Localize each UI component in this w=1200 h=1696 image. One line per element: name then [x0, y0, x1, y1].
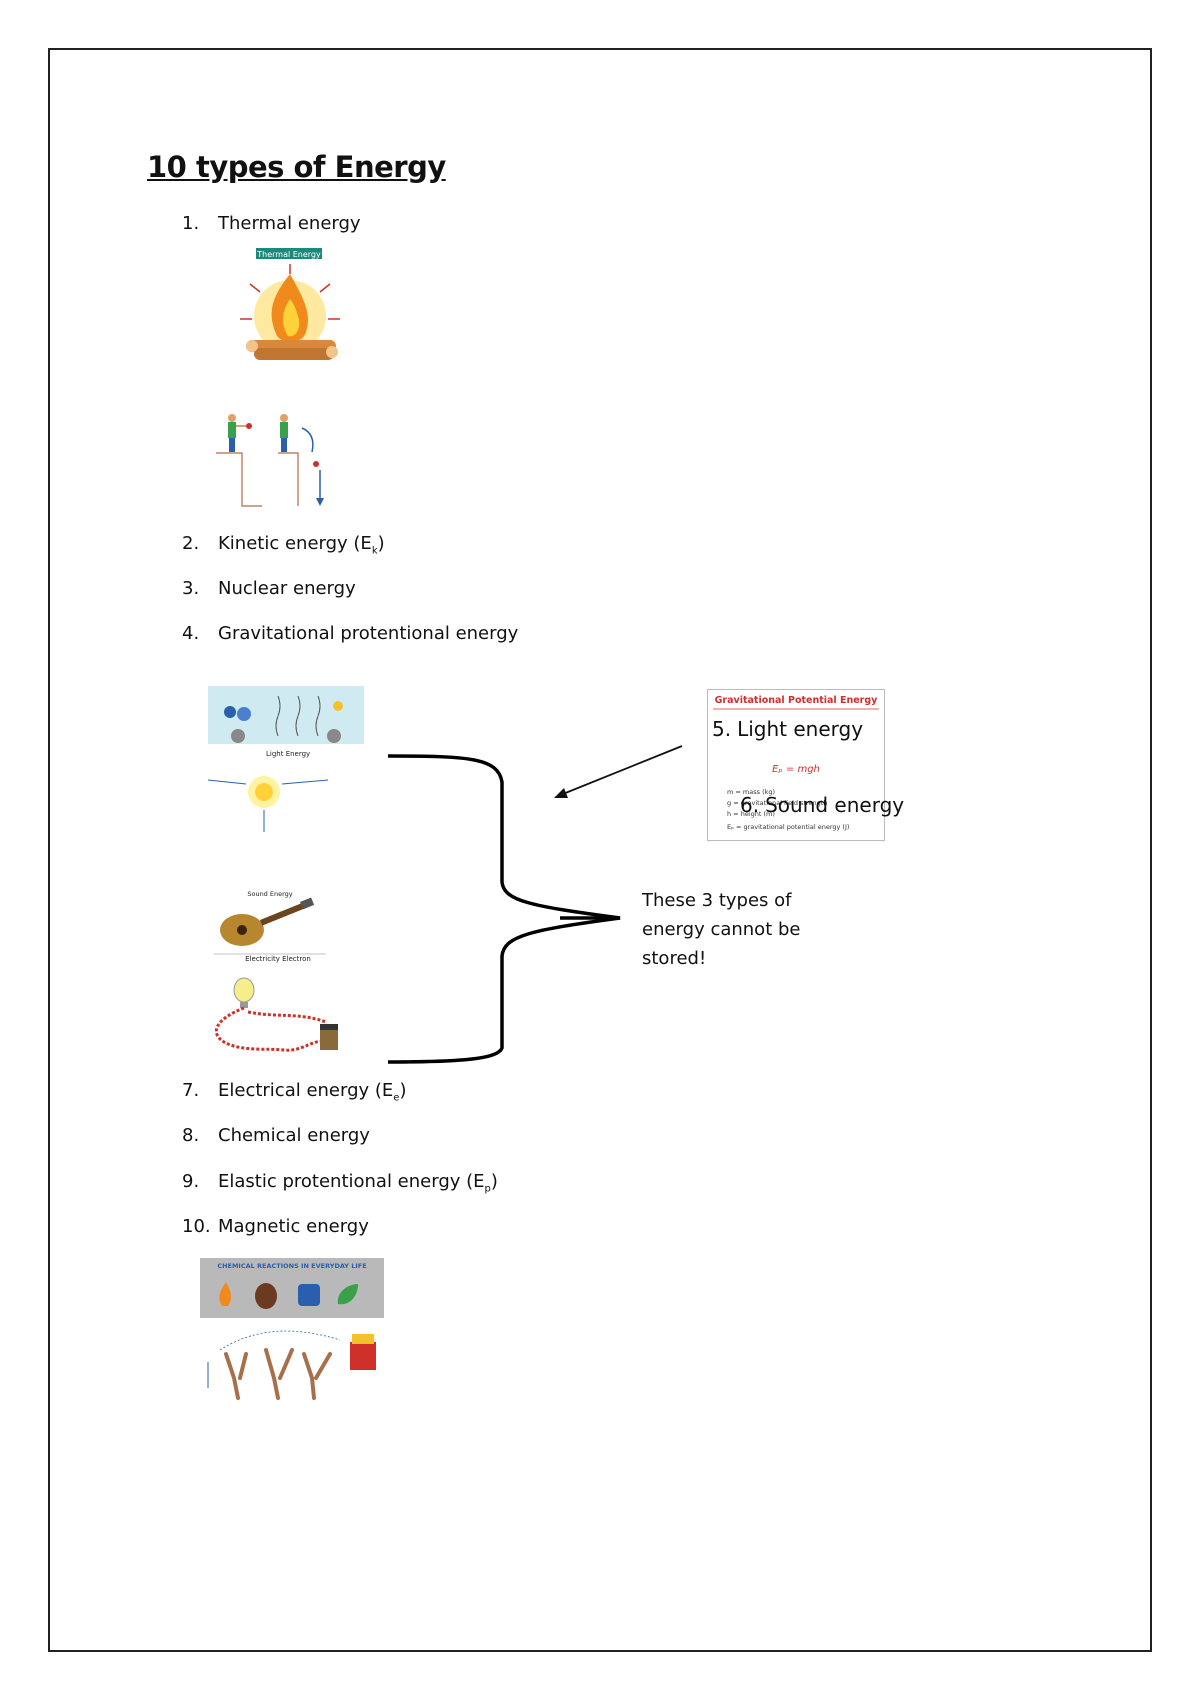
- person-icon: [228, 422, 236, 438]
- svg-text:Eₚ = gravitational potential e: Eₚ = gravitational potential energy (J): [727, 823, 849, 831]
- list-item-kinetic: 2.Kinetic energy (Ek): [182, 533, 385, 557]
- svg-text:h = height (m): h = height (m): [727, 810, 775, 818]
- lightbulb-icon: [233, 977, 255, 1003]
- list-item-elastic: 9.Elastic protentional energy (Ep): [182, 1171, 498, 1195]
- list-item-light: 5.Light energy: [712, 717, 864, 741]
- thermal-energy-image: Thermal Energy: [240, 248, 340, 360]
- light-energy-image: Light Energy: [208, 686, 364, 832]
- arrow-icon: [301, 427, 314, 453]
- sound-energy-image: Sound Energy: [214, 890, 326, 955]
- svg-text:g = gravitational field streng: g = gravitational field strength: [727, 799, 827, 807]
- svg-text:m = mass (kg): m = mass (kg): [727, 788, 775, 796]
- chemical-heading: CHEMICAL REACTIONS IN EVERYDAY LIFE: [217, 1262, 366, 1270]
- list-item-chemical: 8.Chemical energy: [182, 1125, 370, 1146]
- chemical-elastic-image: CHEMICAL REACTIONS IN EVERYDAY LIFE: [200, 1258, 384, 1408]
- thermal-heading: Thermal Energy: [256, 250, 321, 259]
- slingshot-icon: [224, 1352, 248, 1400]
- light-heading: Light Energy: [266, 750, 310, 758]
- brace-icon: [387, 754, 621, 1064]
- kinetic-energy-image: [216, 414, 324, 507]
- wire-icon: [214, 1006, 329, 1052]
- bracket-and-arrow: [387, 745, 683, 1064]
- arrow-icon: [557, 745, 683, 797]
- thermal-heading-bg: [256, 248, 322, 259]
- page-border: [48, 48, 1152, 1652]
- gpe-heading: Gravitational Potential Energy: [715, 695, 879, 706]
- list-item-thermal: 1.Thermal energy: [182, 213, 361, 234]
- list-item-gravitational: 4.Gravitational protentional energy: [182, 623, 519, 644]
- gpe-formula: Eₚ = mgh: [772, 764, 820, 775]
- magnet-icon: [350, 1342, 376, 1370]
- stomach-icon: [298, 1284, 320, 1306]
- ball-icon: [246, 423, 252, 429]
- list-item-magnetic: 10.Magnetic energy: [182, 1216, 369, 1237]
- list-item-nuclear: 3.Nuclear energy: [182, 578, 356, 599]
- leaf-icon: [337, 1284, 358, 1305]
- list-item-electrical: 7.Electrical energy (Ee): [182, 1080, 407, 1104]
- page-title: 10 types of Energy: [147, 150, 446, 184]
- electrical-energy-image: Electricity Electron: [214, 955, 338, 1052]
- sound-heading: Sound Energy: [247, 890, 292, 898]
- list-item-sound: 6.Sound energy: [740, 793, 905, 817]
- note-cannot-be-stored: These 3 types of energy cannot be stored…: [642, 890, 801, 969]
- bag-icon: [255, 1283, 277, 1309]
- electric-heading: Electricity Electron: [245, 955, 311, 963]
- gravitational-energy-image: Gravitational Potential Energy Eₚ = mgh …: [707, 689, 885, 841]
- fire-icon: [219, 1282, 232, 1306]
- battery-icon: [320, 1024, 338, 1050]
